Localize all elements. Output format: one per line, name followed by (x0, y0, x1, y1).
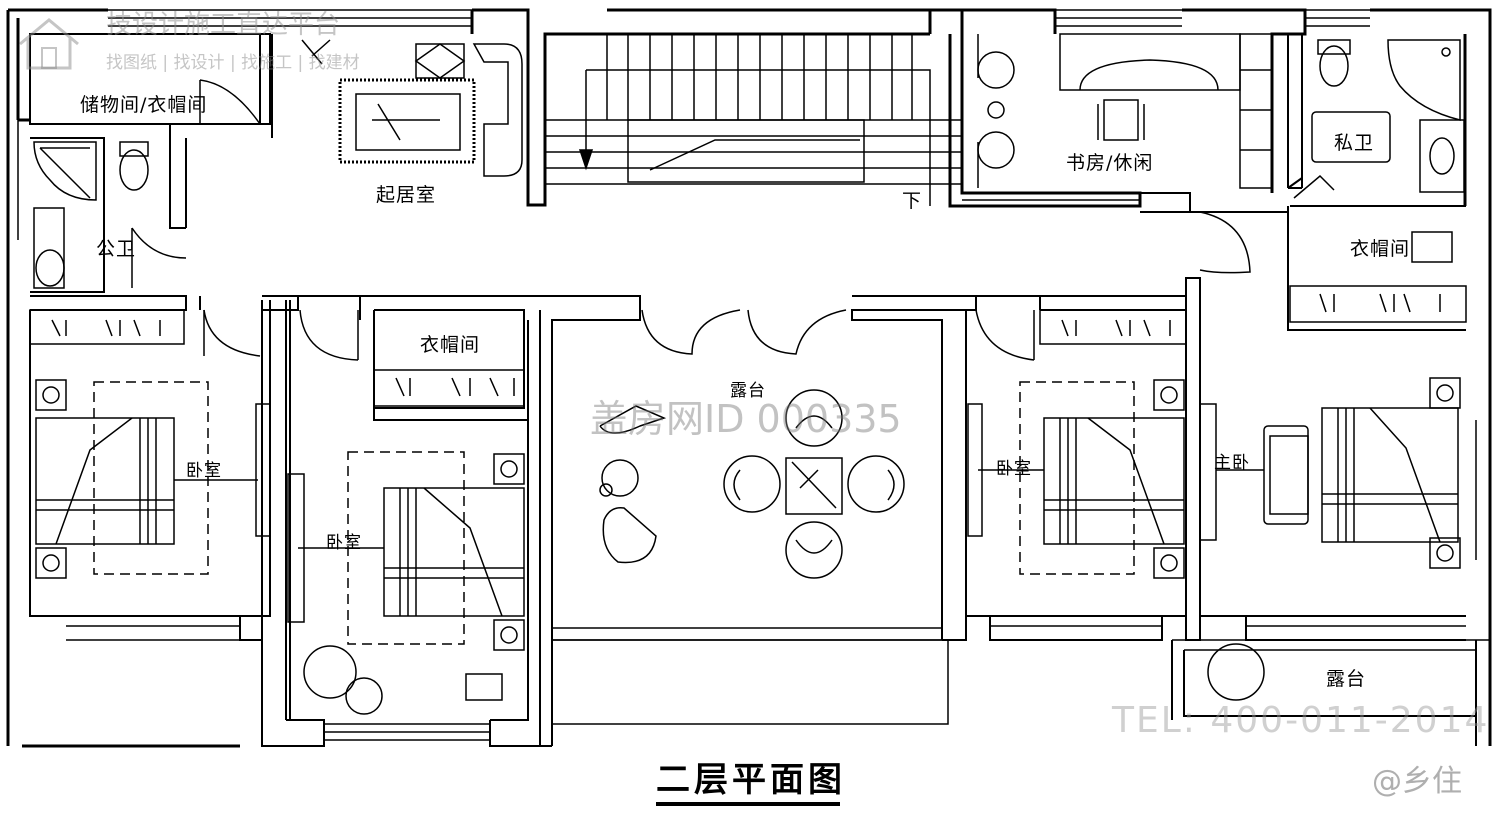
label-master-bedroom: 主卧 (1214, 453, 1250, 473)
watermark-site-id: 盖房网ID 000335 (590, 397, 902, 441)
watermark-phone: TEL: 400-011-2014 (1112, 700, 1490, 741)
terrace-railing (552, 639, 1490, 725)
watermark-top-subtitle: 找图纸 | 找设计 | 找施工 | 找建材 (106, 53, 360, 73)
label-storage: 储物间/衣帽间 (80, 94, 208, 116)
staircase (545, 34, 962, 206)
label-bedroom-1: 卧室 (186, 461, 222, 481)
label-closet-right: 衣帽间 (1350, 238, 1411, 260)
label-public-bath: 公卫 (96, 238, 137, 260)
bathroom-fixtures (33, 39, 1465, 289)
living-furniture (301, 39, 523, 177)
watermark-top-title: 技设计施工直达平台 (106, 10, 341, 40)
drawing-title: 二层平面图 (656, 760, 846, 800)
label-living-room: 起居室 (376, 184, 437, 206)
interior-walls (29, 33, 1477, 747)
terrace-furniture (599, 389, 905, 579)
label-terrace-small: 露台 (1326, 668, 1367, 690)
master-bed (1199, 377, 1461, 701)
label-bedroom-2: 卧室 (326, 533, 362, 553)
label-closet-mid: 衣帽间 (420, 334, 481, 356)
label-private-bath: 私卫 (1334, 132, 1375, 154)
label-stairs-down: 下 (902, 190, 923, 212)
house-logo-icon (19, 18, 79, 70)
label-study: 书房/休闲 (1066, 152, 1154, 174)
closets (29, 285, 1467, 407)
doors (131, 79, 1335, 361)
bed-2 (287, 451, 525, 715)
bed-3 (967, 379, 1185, 579)
label-terrace-main: 露台 (730, 381, 766, 401)
watermark-brand: @乡住 (1372, 764, 1462, 799)
study-furniture (962, 33, 1273, 201)
watermark-logo (14, 14, 84, 72)
bed-1 (35, 379, 271, 579)
label-bedroom-3: 卧室 (996, 459, 1032, 479)
title-underline (656, 802, 840, 806)
